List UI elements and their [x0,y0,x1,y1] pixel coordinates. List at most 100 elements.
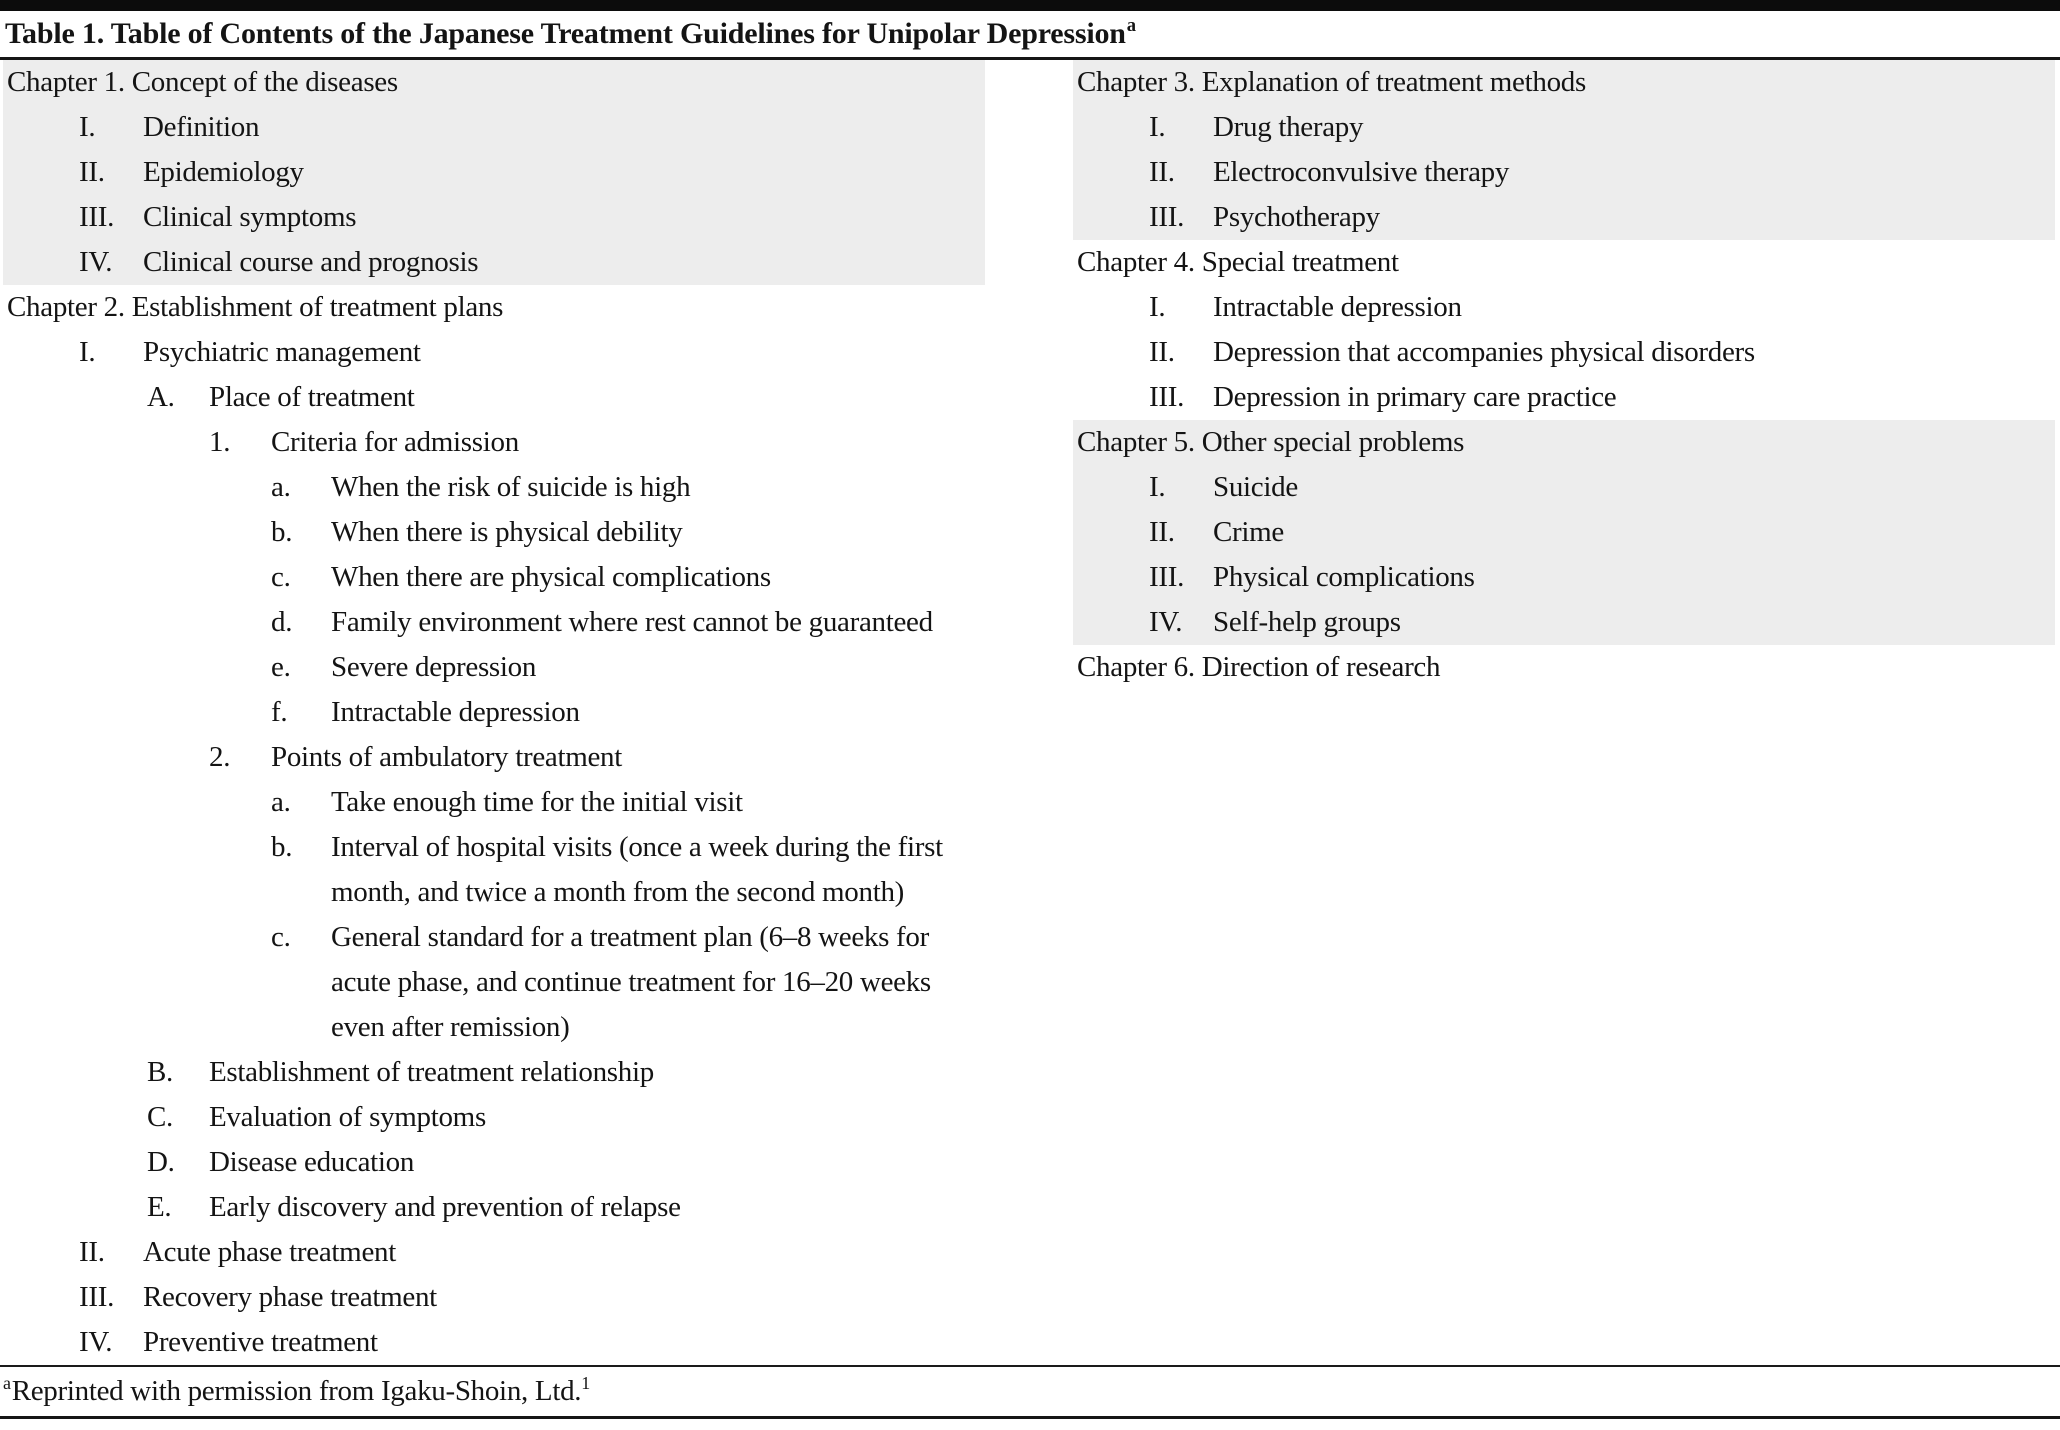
item-text: Self-help groups [1213,606,1401,638]
item-text: Criteria for admission [271,426,519,458]
footnote-lead-superscript: a [3,1373,11,1394]
toc-item: b. When there is physical debility [3,510,985,555]
toc-item: I.Drug therapy [1073,105,2055,150]
chapter-heading: Chapter 1. Concept of the diseases [7,66,398,98]
toc-item: f. Intractable depression [3,690,985,735]
item-text: Epidemiology [143,156,304,188]
chapter-heading: Chapter 6. Direction of research [1077,651,1441,683]
toc-column-right: Chapter 3. Explanation of treatment meth… [1073,60,2055,1365]
item-marker: III. [1149,381,1185,413]
item-text: Psychotherapy [1213,201,1380,233]
item-text: Points of ambulatory treatment [271,741,623,773]
item-text: Severe depression [331,651,537,683]
item-text: Psychiatric management [143,336,421,368]
chapter-heading: Chapter 2. Establishment of treatment pl… [7,291,504,323]
item-text: When there are physical complications [331,561,771,593]
item-text: Acute phase treatment [143,1236,396,1268]
table-top-rule [0,0,2060,11]
item-marker: D. [147,1146,175,1178]
item-marker: b. [271,831,293,863]
item-marker: c. [271,921,291,953]
toc-item: e.Severe depression [3,645,985,690]
item-text: Clinical course and prognosis [143,246,479,278]
item-marker: B. [147,1056,173,1088]
chapter-heading: Chapter 5. Other special problems [1077,426,1465,458]
item-marker: E. [147,1191,172,1223]
toc-item: a.When the risk of suicide is high [3,465,985,510]
toc-item: I. Intractable depression [1073,285,2055,330]
item-marker: III. [79,201,115,233]
item-text: General standard for a treatment plan (6… [331,921,931,1043]
item-text: Intractable depression [331,696,580,728]
item-marker: I. [79,111,96,143]
toc-item: II. Crime [1073,510,2055,555]
item-marker: I. [79,336,96,368]
toc-item: III. Physical complications [1073,555,2055,600]
title-rule [0,57,2060,60]
item-text: Family environment where rest cannot be … [331,606,933,638]
toc-item: I. Definition [3,105,985,150]
item-marker: 2. [209,741,231,773]
toc-item: c. General standard for a treatment plan … [3,915,985,1050]
item-text: Establishment of treatment relationship [209,1056,654,1088]
toc-item: 1.Criteria for admission [3,420,985,465]
item-text: Crime [1213,516,1284,548]
toc-item: I. Psychiatric management [3,330,985,375]
item-text: Depression in primary care practice [1213,381,1617,413]
toc-item: IV. Self-help groups [1073,600,2055,645]
item-text: Intractable depression [1213,291,1462,323]
item-marker: II. [1149,516,1175,548]
toc-item: III.Recovery phase treatment [3,1275,985,1320]
toc-item: c. When there are physical complications [3,555,985,600]
toc-item: III. Depression in primary care practice [1073,375,2055,420]
toc-item: II. Electroconvulsive therapy [1073,150,2055,195]
item-marker: C. [147,1101,173,1133]
item-text: Preventive treatment [143,1326,378,1358]
item-text: Disease education [209,1146,415,1178]
chapter-block: Chapter 3. Explanation of treatment meth… [1073,60,2055,240]
item-marker: IV. [1149,606,1183,638]
item-marker: I. [1149,111,1166,143]
table-title-text: Table 1. Table of Contents of the Japane… [5,17,1126,50]
toc-item: II.Depression that accompanies physical … [1073,330,2055,375]
item-marker: IV. [79,246,113,278]
item-text: Early discovery and prevention of relaps… [209,1191,681,1223]
toc-item: III.Clinical symptoms [3,195,985,240]
toc-item: d. Family environment where rest cannot b… [3,600,985,645]
item-text: Definition [143,111,260,143]
item-marker: III. [1149,561,1185,593]
item-marker: II. [1149,336,1175,368]
item-text: When there is physical debility [331,516,683,548]
item-marker: a. [271,786,291,818]
toc-item: II.Acute phase treatment [3,1230,985,1275]
toc-item: 2. Points of ambulatory treatment [3,735,985,780]
toc-item: I.Suicide [1073,465,2055,510]
toc-item: B. Establishment of treatment relationshi… [3,1050,985,1095]
item-marker: I. [1149,291,1166,323]
item-marker: II. [79,156,105,188]
item-marker: f. [271,696,288,728]
toc-item: D. Disease education [3,1140,985,1185]
item-marker: d. [271,606,293,638]
item-text: Electroconvulsive therapy [1213,156,1510,188]
item-marker: I. [1149,471,1166,503]
item-marker: II. [1149,156,1175,188]
table-title: Table 1. Table of Contents of the Japane… [0,11,2060,57]
item-marker: c. [271,561,291,593]
footnote-text: Reprinted with permission from Igaku-Sho… [11,1375,582,1407]
item-text: Physical complications [1213,561,1475,593]
toc-item: E. Early discovery and prevention of rela… [3,1185,985,1230]
item-marker: b. [271,516,293,548]
item-marker: III. [1149,201,1185,233]
toc-item: IV.Preventive treatment [3,1320,985,1365]
item-text: Place of treatment [209,381,415,413]
toc-item: IV. Clinical course and prognosis [3,240,985,285]
item-text: Evaluation of symptoms [209,1101,486,1133]
footnote-reference-superscript: 1 [581,1373,590,1394]
chapter-heading: Chapter 4. Special treatment [1077,246,1399,278]
